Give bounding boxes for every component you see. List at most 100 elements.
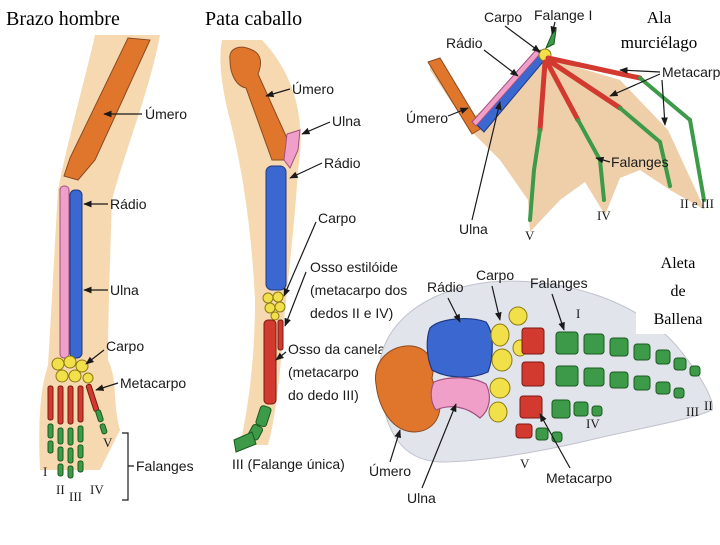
human-digit-ii: II — [56, 482, 65, 497]
horse-ulna — [283, 129, 301, 169]
human-carpus — [51, 355, 94, 384]
bat-wing-title-line-2: murciélago — [620, 33, 698, 52]
bat-wing-title: Ala murciélago — [600, 5, 718, 55]
horse-splint-bone — [277, 319, 284, 351]
whale-metacarpus-label: Metacarpo — [546, 470, 612, 486]
bat-digit-v: V — [525, 228, 535, 243]
horse-carpus-label: Carpo — [318, 210, 356, 226]
whale-carpus-pointer — [491, 285, 502, 321]
horse-cannon-pointer — [275, 351, 287, 361]
horse-cannon-bone — [263, 319, 277, 405]
bat-digit-iv: IV — [597, 208, 611, 223]
horse-styloid-label-2: (metacarpo dos — [310, 282, 407, 298]
bat-ulna-pointer — [471, 101, 502, 221]
human-carpus-pointer — [85, 349, 105, 365]
human-radius — [59, 185, 70, 359]
bat-humerus-label: Úmero — [406, 110, 448, 126]
horse-styloid-pointer — [284, 271, 307, 327]
horse-phalanx — [233, 405, 272, 453]
whale-humerus — [375, 345, 441, 433]
whale-ulna — [430, 377, 490, 419]
human-phalanges-label: Falanges — [136, 458, 194, 474]
horse-cannon-label-3: do dedo III) — [288, 387, 359, 403]
whale-ulna-pointer — [421, 403, 457, 489]
whale-phalanges — [535, 331, 701, 443]
human-carpus-label: Carpo — [106, 338, 144, 354]
horse-phalanx-label: III (Falange única) — [232, 456, 345, 472]
bat-wing-title-line-1: Ala — [646, 8, 672, 27]
whale-carpus-label: Carpo — [476, 267, 514, 283]
whale-radius-pointer — [447, 297, 461, 323]
bat-digit-ii-iii: II e III — [680, 196, 714, 211]
bat-phalanx-1-pointer — [550, 21, 558, 35]
horse-ulna-label: Ulna — [332, 113, 361, 129]
human-ulna — [69, 189, 83, 359]
horse-carpus — [262, 291, 286, 321]
whale-radius — [426, 318, 493, 378]
horse-cannon-label-2: (metacarpo — [288, 364, 359, 380]
whale-humerus-label: Úmero — [369, 463, 411, 479]
whale-ulna-label: Ulna — [407, 490, 436, 506]
horse-radius-label: Rádio — [324, 155, 361, 171]
whale-digit-iv: IV — [586, 416, 600, 431]
human-metacarpus-pointer — [95, 382, 119, 391]
bat-metacarpals — [537, 55, 643, 133]
whale-phalanges-label: Falanges — [530, 275, 588, 291]
whale-humerus-pointer — [389, 429, 401, 463]
whale-flipper: Rádio Carpo Falanges Úmero Ulna Metacarp… — [369, 267, 713, 506]
bat-wing: Carpo Falange I Rádio Metacarpo Úmero Fa… — [406, 7, 720, 243]
human-humerus-label: Úmero — [145, 106, 187, 122]
whale-phalanges-pointer — [551, 293, 565, 331]
whale-flipper-title-line-3: Ballena — [653, 311, 703, 328]
human-humerus — [63, 37, 151, 181]
horse-radius-pointer — [289, 162, 323, 179]
horse-humerus-label: Úmero — [292, 81, 334, 97]
bat-carpus-pointer — [504, 25, 541, 53]
whale-digit-iii: III — [686, 404, 699, 419]
human-ulna-label: Ulna — [110, 282, 139, 298]
human-digit-v: V — [103, 435, 113, 450]
horse-leg: Úmero Ulna Rádio Carpo Osso estilóide (m… — [220, 40, 407, 472]
human-radius-label: Rádio — [110, 196, 147, 212]
human-arm: Úmero Rádio Ulna Carpo Metacarpo Falange… — [39, 35, 194, 504]
whale-digit-i: I — [576, 306, 580, 321]
whale-metacarpals — [515, 327, 545, 439]
horse-cannon-label-1: Osso da canela — [288, 341, 385, 357]
human-metacarpals — [47, 383, 100, 425]
whale-flipper-title-line-1: Aleta — [660, 255, 696, 272]
whale-radius-label: Rádio — [427, 279, 464, 295]
whale-digit-v: V — [520, 456, 530, 471]
whale-digit-ii: II — [704, 398, 713, 413]
bat-radius-label: Rádio — [446, 35, 483, 51]
horse-styloid-label-1: Osso estilóide — [310, 259, 398, 275]
horse-radius — [265, 165, 287, 291]
horse-humerus-pointer — [265, 88, 291, 98]
horse-carpus-pointer — [283, 221, 317, 297]
bat-wing-membrane — [430, 58, 705, 232]
bat-carpus-label: Carpo — [484, 9, 522, 25]
human-phalanges — [47, 409, 108, 479]
horse-styloid-label-3: dedos II e IV) — [310, 305, 393, 321]
horse-leg-title: Pata caballo — [205, 8, 303, 31]
whale-metacarpus-pointer — [539, 413, 571, 469]
human-arm-title: Brazo hombre — [6, 8, 120, 31]
bat-phalanx-1-label: Falange I — [534, 7, 592, 23]
bat-phalanges-label: Falanges — [611, 154, 669, 170]
bat-humerus-pointer — [447, 107, 469, 117]
bat-phalanges — [528, 76, 706, 222]
bat-metacarpus-pointer-2 — [609, 73, 661, 97]
whale-flipper-title-line-2: de — [670, 283, 686, 300]
horse-ulna-pointer — [301, 121, 331, 135]
bat-metacarpus-pointer-1 — [619, 67, 661, 74]
human-digit-i: I — [43, 464, 47, 479]
bat-metacarpus-label: Metacarpo — [662, 64, 720, 80]
human-digit-iv: IV — [90, 482, 104, 497]
whale-flipper-title: Aleta de Ballena — [636, 250, 720, 334]
bat-phalanges-pointer — [595, 156, 611, 164]
bat-thumb — [545, 28, 557, 50]
human-digit-iii: III — [69, 489, 82, 504]
bat-ulna-label: Ulna — [459, 221, 488, 237]
bat-radius-pointer — [483, 49, 519, 77]
